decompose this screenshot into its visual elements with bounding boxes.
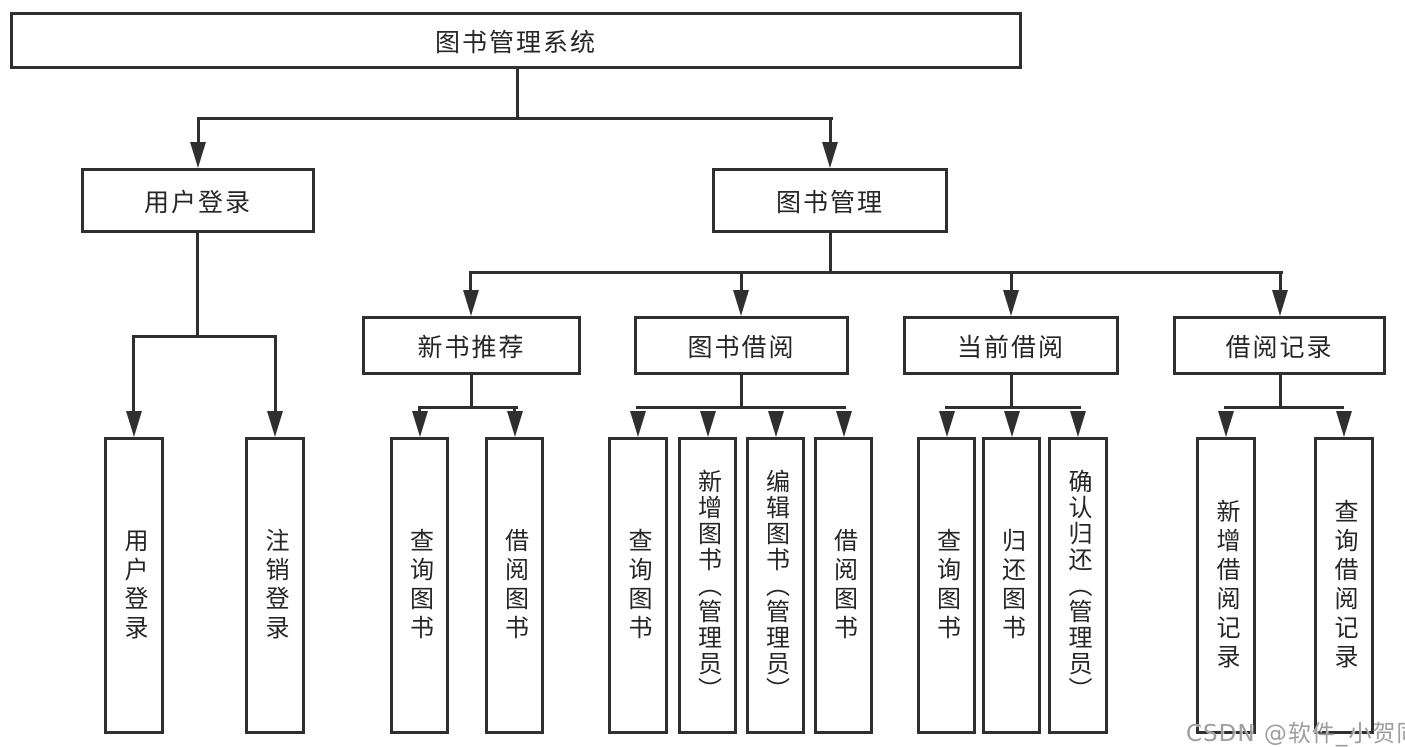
arrow-down-icon [190, 142, 206, 168]
node-borrow-records: 借阅记录 [1173, 316, 1386, 375]
arrow-down-icon [700, 411, 716, 437]
watermark: CSDN @软件_小贺同学 [1186, 721, 1405, 747]
connector-stub-leaf [274, 335, 277, 415]
leaf-label: 确认归还（管理员） [1064, 468, 1092, 703]
arrow-down-icon [1070, 411, 1086, 437]
connector-root-stem [516, 69, 519, 119]
node-root: 图书管理系统 [10, 12, 1022, 69]
leaf-query-books-borrow: 查询图书 [608, 437, 668, 734]
leaf-label: 编辑图书（管理员） [761, 468, 790, 703]
arrow-down-icon [1272, 290, 1288, 316]
connector-user-login-branch [132, 335, 277, 338]
leaf-label: 新增借阅记录 [1212, 498, 1240, 673]
arrow-down-icon [412, 411, 428, 437]
node-new-book-recommend: 新书推荐 [362, 316, 581, 375]
leaf-label: 借阅图书 [829, 527, 858, 644]
arrow-down-icon [463, 290, 479, 316]
arrow-down-icon [507, 411, 523, 437]
connector-branch [945, 406, 1081, 409]
node-book-borrow: 图书借阅 [634, 316, 849, 375]
leaf-query-books-current: 查询图书 [917, 437, 976, 734]
leaf-user-login: 用户登录 [104, 437, 164, 734]
arrow-down-icon [1004, 411, 1020, 437]
connector-stem [740, 375, 743, 409]
leaf-label: 查询图书 [405, 527, 434, 644]
connector-stub-l3 [1279, 271, 1282, 296]
leaf-label: 查询图书 [624, 527, 652, 644]
leaf-label: 归还图书 [997, 527, 1026, 644]
arrow-down-icon [836, 411, 852, 437]
connector-stem [470, 375, 473, 409]
connector-stem [1010, 375, 1013, 409]
arrow-down-icon [126, 411, 142, 437]
leaf-add-borrow-record: 新增借阅记录 [1196, 437, 1256, 734]
leaf-query-books-recommend: 查询图书 [390, 437, 449, 734]
arrow-down-icon [630, 411, 646, 437]
leaf-label: 新增图书（管理员） [693, 468, 722, 703]
node-book-management: 图书管理 [712, 168, 948, 233]
leaf-return-books: 归还图书 [982, 437, 1041, 734]
leaf-borrow-books: 借阅图书 [814, 437, 873, 734]
leaf-edit-book-admin: 编辑图书（管理员） [746, 437, 805, 734]
arrow-down-icon [1336, 411, 1352, 437]
leaf-query-borrow-record: 查询借阅记录 [1314, 437, 1374, 734]
connector-user-login-stem [196, 233, 199, 337]
leaf-label: 用户登录 [120, 527, 148, 644]
node-current-borrow: 当前借阅 [903, 316, 1119, 375]
leaf-logout: 注销登录 [245, 437, 305, 734]
connector-root-branch [197, 117, 833, 120]
connector-branch [636, 406, 846, 409]
connector-stub-l3 [469, 271, 472, 296]
connector-branch [1224, 406, 1344, 409]
leaf-label: 查询图书 [932, 527, 961, 644]
leaf-confirm-return-admin: 确认归还（管理员） [1048, 437, 1108, 734]
leaf-add-book-admin: 新增图书（管理员） [678, 437, 737, 734]
arrow-down-icon [733, 290, 749, 316]
leaf-label: 查询借阅记录 [1330, 498, 1358, 673]
leaf-label: 借阅图书 [500, 527, 529, 644]
connector-book-management-branch [469, 271, 1283, 274]
connector-branch [418, 406, 518, 409]
arrow-down-icon [1003, 290, 1019, 316]
leaf-borrow-books-recommend: 借阅图书 [485, 437, 544, 734]
leaf-label: 注销登录 [261, 527, 289, 644]
arrow-down-icon [768, 411, 784, 437]
connector-stub-l3 [740, 271, 743, 296]
arrow-down-icon [267, 411, 283, 437]
connector-stub-leaf [132, 335, 135, 415]
arrow-down-icon [822, 142, 838, 168]
connector-stem [1279, 375, 1282, 409]
node-user-login: 用户登录 [81, 168, 315, 233]
connector-stub-book-management [829, 117, 832, 149]
connector-book-management-stem [829, 233, 832, 273]
connector-stub-l3 [1010, 271, 1013, 296]
arrow-down-icon [939, 411, 955, 437]
connector-stub-user-login [197, 117, 200, 149]
arrow-down-icon [1218, 411, 1234, 437]
